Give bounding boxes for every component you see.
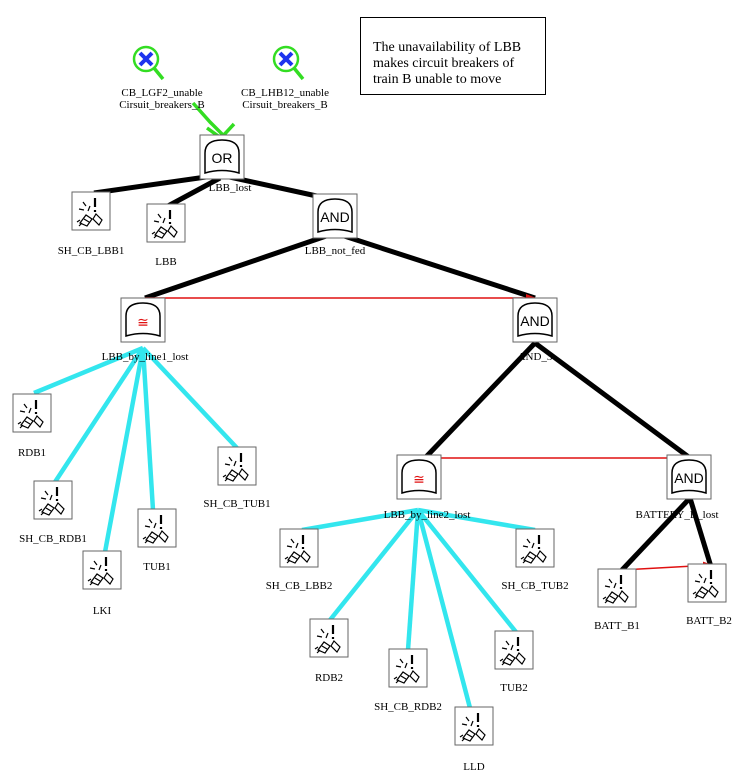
basic-event-tub1[interactable]: TUB1 <box>136 507 178 573</box>
basic-event-label: LBB <box>155 256 176 268</box>
top-event-sub: Cirsuit_breakers_B <box>119 99 205 111</box>
basic-event-label: SH_CB_LBB2 <box>266 580 333 592</box>
gate-symbol: AND <box>520 313 550 329</box>
basic-event-sh-cb-tub1[interactable]: SH_CB_TUB1 <box>203 445 271 510</box>
basic-event-batt-b2[interactable]: BATT_B2 <box>686 562 732 627</box>
basic-event-label: LKI <box>93 605 112 617</box>
gate-label: AND_3 <box>518 351 553 363</box>
annotation-note: The unavailability of LBB makes circuit … <box>360 17 546 95</box>
basic-event-label: SH_CB_RDB1 <box>19 533 87 545</box>
basic-event-lki[interactable]: LKI <box>81 549 123 617</box>
basic-event-label: BATT_B1 <box>594 620 640 632</box>
top-event-name: CB_LGF2_unable <box>121 87 202 99</box>
gate-label: LBB_lost <box>209 182 252 194</box>
basic-event-label: SH_CB_RDB2 <box>374 701 442 713</box>
gate-battery-b-lost[interactable]: AND BATTERY_B_lost <box>635 454 719 521</box>
gate-symbol: ≅ <box>137 314 149 330</box>
basic-event-sh-cb-lbb1[interactable]: SH_CB_LBB1 <box>58 190 125 257</box>
basic-event-label: RDB1 <box>18 447 46 459</box>
basic-event-sh-cb-lbb2[interactable]: SH_CB_LBB2 <box>266 527 333 592</box>
gate-and-3[interactable]: AND AND_3 <box>512 297 558 363</box>
gate-lbb-not-fed[interactable]: AND LBB_not_fed <box>305 193 366 257</box>
basic-event-rdb2[interactable]: RDB2 <box>308 617 350 684</box>
gate-lbb-by-line2-lost[interactable]: ≅ LBB_by_line2_lost <box>384 454 471 521</box>
basic-event-tub2[interactable]: TUB2 <box>493 629 535 694</box>
cyan-links <box>33 345 536 709</box>
basic-event-label: BATT_B2 <box>686 615 732 627</box>
top-event-sub: Cirsuit_breakers_B <box>242 99 328 111</box>
blue-x-magnifier-icon <box>132 45 165 81</box>
basic-event-label: SH_CB_TUB1 <box>203 498 270 510</box>
gate-lbb-by-line1-lost[interactable]: ≅ LBB_by_line1_lost <box>102 297 189 363</box>
basic-event-label: TUB1 <box>143 561 171 573</box>
basic-event-rdb1[interactable]: RDB1 <box>11 392 53 459</box>
basic-event-lbb[interactable]: LBB <box>145 202 187 268</box>
gate-label: LBB_by_line2_lost <box>384 509 471 521</box>
basic-event-sh-cb-rdb1[interactable]: SH_CB_RDB1 <box>19 479 87 545</box>
gate-lbb-lost[interactable]: OR LBB_lost <box>199 134 252 194</box>
basic-event-lld[interactable]: LLD <box>453 705 495 773</box>
basic-event-label: RDB2 <box>315 672 343 684</box>
gate-symbol: OR <box>212 150 233 166</box>
basic-event-sh-cb-rdb2[interactable]: SH_CB_RDB2 <box>374 647 442 713</box>
gate-symbol: AND <box>320 209 350 225</box>
top-event-cb-lgf2[interactable]: CB_LGF2_unable Cirsuit_breakers_B <box>119 45 205 111</box>
blue-x-magnifier-icon <box>272 45 305 81</box>
top-event-cb-lhb12[interactable]: CB_LHB12_unable Cirsuit_breakers_B <box>241 45 329 111</box>
basic-event-batt-b1[interactable]: BATT_B1 <box>594 567 640 632</box>
basic-event-label: SH_CB_LBB1 <box>58 245 125 257</box>
gate-label: LBB_not_fed <box>305 245 366 257</box>
basic-event-sh-cb-tub2[interactable]: SH_CB_TUB2 <box>501 527 569 592</box>
top-event-name: CB_LHB12_unable <box>241 87 329 99</box>
gate-symbol: ≅ <box>413 471 425 487</box>
gate-label: BATTERY_B_lost <box>635 509 718 521</box>
basic-event-label: TUB2 <box>500 682 528 694</box>
red-arrows <box>145 294 713 571</box>
black-links <box>93 172 715 572</box>
basic-event-label: SH_CB_TUB2 <box>501 580 568 592</box>
basic-event-label: LLD <box>463 761 484 773</box>
gate-label: LBB_by_line1_lost <box>102 351 189 363</box>
gate-symbol: AND <box>674 470 704 486</box>
